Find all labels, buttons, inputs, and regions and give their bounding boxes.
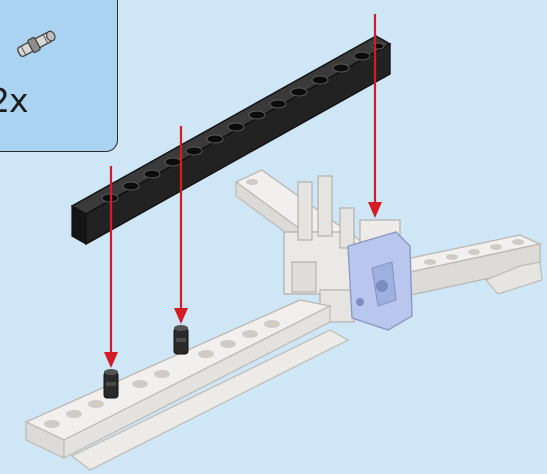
connector-pin-front-left (104, 369, 118, 398)
connector-pin-front-right (174, 325, 188, 354)
white-beam-front (26, 300, 348, 470)
white-beam-right-arm (392, 235, 542, 296)
